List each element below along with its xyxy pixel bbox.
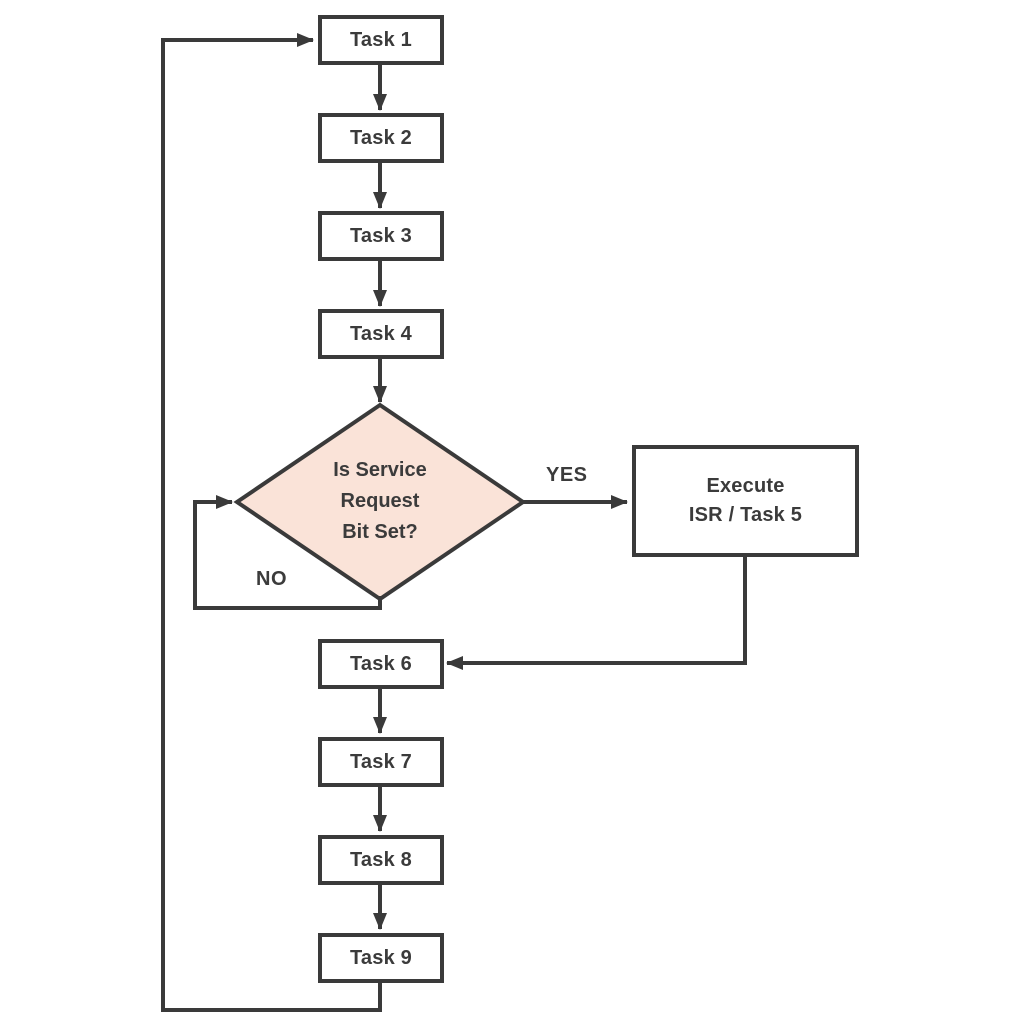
- node-execute-isr: Execute ISR / Task 5: [632, 445, 859, 557]
- edge-decision-no-loop: [193, 495, 382, 610]
- node-task9: Task 9: [318, 933, 444, 983]
- isr-line-2: ISR / Task 5: [688, 504, 803, 526]
- node-task4: Task 4: [318, 309, 444, 359]
- node-decision-label: Is Service Request Bit Set?: [300, 455, 460, 548]
- node-task3: Task 3: [318, 211, 444, 261]
- node-task8: Task 8: [318, 835, 444, 885]
- decision-line-1: Is Service: [333, 459, 427, 481]
- isr-line-1: Execute: [706, 475, 785, 497]
- edge-task9-task1-loop: [161, 33, 382, 1012]
- decision-line-3: Bit Set?: [342, 521, 418, 543]
- edge-label-yes: YES: [546, 464, 588, 486]
- node-task2: Task 2: [318, 113, 444, 163]
- decision-line-2: Request: [340, 490, 420, 512]
- edge-isr-task6: [446, 557, 747, 670]
- edge-label-no: NO: [256, 568, 287, 590]
- node-task7: Task 7: [318, 737, 444, 787]
- node-task6: Task 6: [318, 639, 444, 689]
- node-task1: Task 1: [318, 15, 444, 65]
